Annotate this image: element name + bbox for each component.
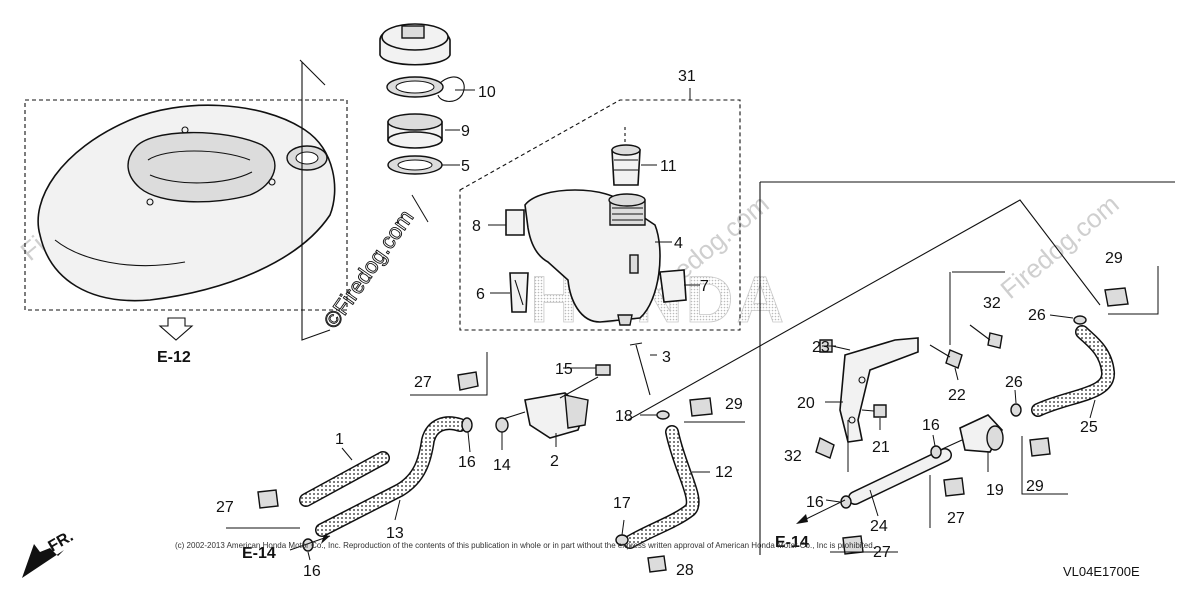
e14-label: E-14 [775,534,809,551]
e14-label: E-14 [242,545,276,562]
part-label: 22 [948,387,966,404]
label-brackets [226,266,1159,553]
clamp-28 [647,555,667,573]
fuel-hose-13 [315,416,467,537]
part-label: 9 [461,123,470,140]
fuel-tank-shroud [24,59,348,341]
part-label: 27 [947,510,965,527]
bolt-22 [929,344,963,369]
clamp-29-b [1104,287,1129,307]
part-label: 1 [335,431,344,448]
leader-lines [307,89,1096,561]
copyright-notice: (c) 2002-2013 American Honda Motor Co., … [175,541,875,550]
fuel-hose-25 [1031,325,1115,417]
part-label: 4 [674,235,683,252]
part-label: 26 [1005,374,1023,391]
part-label: 6 [476,286,485,303]
part-label: 2 [550,453,559,470]
strainer-11 [611,144,641,186]
part-label: 8 [472,218,481,235]
part-label: 27 [216,499,234,516]
gasket-5 [387,155,443,175]
part-label: 10 [478,84,496,101]
clamp-29-a [689,397,713,417]
watermark-text: Firedog.com [995,189,1125,305]
part-label: 29 [1026,478,1044,495]
part-label: 5 [461,158,470,175]
part-label: 23 [812,339,830,356]
part-label: 29 [1105,250,1123,267]
filler-neck-9 [387,113,443,149]
part-label: 21 [872,439,890,456]
front-direction-arrow: FR. [22,528,76,578]
firedog-watermark: ©Firedog.com [319,205,419,333]
part-label: 28 [676,562,694,579]
part-label: 26 [1028,307,1046,324]
part-label: 14 [493,457,511,474]
pipe-24 [848,448,952,505]
clip-16-left [461,417,473,433]
bolt-32-top [969,324,1003,349]
fuel-tank [524,189,661,326]
clip-26-right [1073,315,1087,325]
part-label: 3 [662,349,671,366]
bolt-21 [861,404,887,418]
e14-reference-left: E-14 [242,535,331,562]
washer-14 [495,417,509,433]
fuel-valve-19 [939,414,1004,453]
part-label: 32 [983,295,1001,312]
part-label: 25 [1080,419,1098,436]
part-label: 16 [922,417,940,434]
rod-3 [629,342,651,396]
part-label: 13 [386,525,404,542]
part-label: 32 [784,448,802,465]
clip-16-lower [840,495,852,509]
fuel-hose-1 [299,451,390,507]
part-label: 16 [806,494,824,511]
diagram-code: VL04E1700E [1063,564,1140,579]
cushion-6 [509,272,529,313]
clamp-29-c [1029,437,1051,457]
part-label: 24 [870,518,888,535]
clip-18 [656,410,670,420]
bracket-20 [839,337,919,443]
e12-reference: E-12 [157,317,194,366]
part-labels: 10 9 5 31 11 4 8 6 7 3 15 18 29 27 1 16 … [216,68,1123,580]
part-label: 18 [615,408,633,425]
clip-16-right [930,445,942,459]
e12-label: E-12 [157,349,191,366]
cap-tether-10 [386,76,465,102]
part-label: 15 [555,361,573,378]
part-label: 7 [700,278,709,295]
section-box-right [627,181,1175,555]
cushion-7 [659,269,687,303]
e14-reference-right: E-14 [775,499,846,551]
bolt-32-bottom [815,436,835,459]
part-label: 12 [715,464,733,481]
fuel-hose-12 [623,425,700,549]
part-label: 16 [458,454,476,471]
bolt-15 [559,364,611,399]
part-label: 11 [660,158,677,175]
clamp-27-b [257,489,279,509]
part-label: 27 [873,544,891,561]
cushion-8 [505,209,525,236]
clamp-27-a [457,371,479,391]
part-label: 17 [613,495,631,512]
part-label: 29 [725,396,743,413]
clip-26-lower [1010,403,1022,417]
fuel-valve-2 [499,392,589,439]
part-label: 31 [678,68,696,85]
part-label: 16 [303,563,321,580]
part-label: 27 [414,374,432,391]
part-label: 19 [986,482,1004,499]
clamp-27-c [943,477,965,497]
part-label: 20 [797,395,815,412]
fuel-cap [379,23,451,66]
